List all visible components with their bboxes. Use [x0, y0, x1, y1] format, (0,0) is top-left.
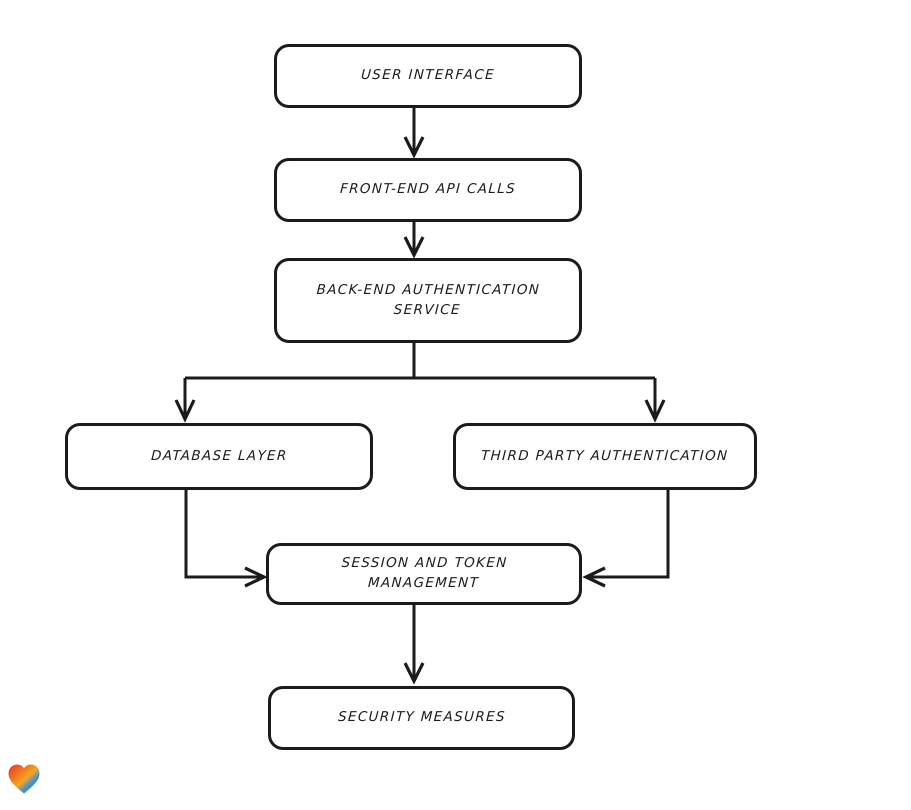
- edge-ui-to-api: [403, 108, 425, 159]
- edge-backend-to-third: [644, 378, 666, 423]
- edge-api-to-backend: [403, 222, 425, 259]
- node-label: USER INTERFACE: [360, 67, 496, 84]
- node-front-end-api-calls[interactable]: FRONT-END API CALLS: [274, 158, 582, 222]
- node-label: SECURITY MEASURES: [337, 709, 506, 726]
- node-label: BACK-END AUTHENTICATION SERVICE: [316, 281, 541, 318]
- edge-backend-split: [185, 343, 655, 380]
- node-label: DATABASE LAYER: [150, 447, 288, 464]
- node-security-measures[interactable]: SECURITY MEASURES: [268, 686, 575, 750]
- node-label: THIRD PARTY AUTHENTICATION: [480, 447, 730, 464]
- node-database-layer[interactable]: DATABASE LAYER: [65, 423, 373, 490]
- node-user-interface[interactable]: USER INTERFACE: [274, 44, 582, 108]
- heart-icon: [8, 764, 40, 794]
- edge-session-to-security: [403, 605, 425, 685]
- edge-third-to-session: [582, 490, 670, 588]
- edge-db-to-session: [184, 490, 268, 588]
- node-third-party-authentication[interactable]: THIRD PARTY AUTHENTICATION: [453, 423, 757, 490]
- node-back-end-authentication-service[interactable]: BACK-END AUTHENTICATION SERVICE: [274, 258, 582, 343]
- node-session-and-token-management[interactable]: SESSION AND TOKEN MANAGEMENT: [266, 543, 582, 605]
- node-label: FRONT-END API CALLS: [339, 181, 517, 198]
- edge-backend-to-db: [174, 378, 196, 423]
- node-label: SESSION AND TOKEN MANAGEMENT: [341, 555, 509, 591]
